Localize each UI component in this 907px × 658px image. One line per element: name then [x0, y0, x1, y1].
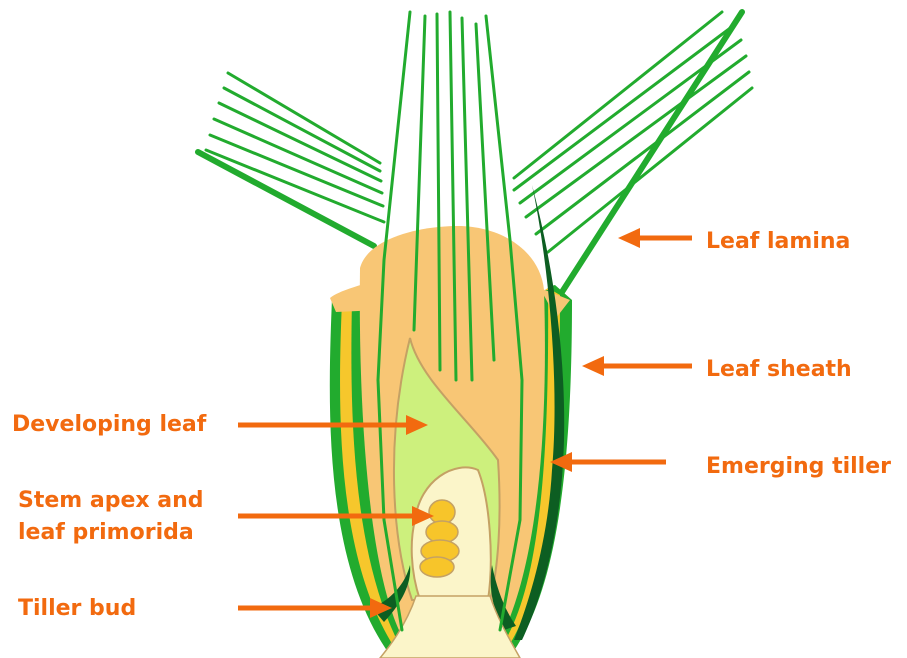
left-leaf-lamina [198, 73, 384, 246]
tiller-bud-label: Tiller bud [18, 594, 136, 623]
arrow-leaf-sheath [582, 356, 692, 376]
emerging-tiller-label: Emerging tiller [706, 452, 891, 481]
stem-apex-label-line2: leaf primorida [18, 518, 194, 547]
stem-apex-label-line1: Stem apex and [18, 486, 204, 515]
arrow-emerging-tiller [550, 452, 666, 472]
leaf-sheath-label: Leaf sheath [706, 355, 852, 384]
leaf-lamina-label: Leaf lamina [706, 227, 850, 256]
arrow-leaf-lamina [618, 228, 692, 248]
developing-leaf-label: Developing leaf [12, 410, 206, 439]
